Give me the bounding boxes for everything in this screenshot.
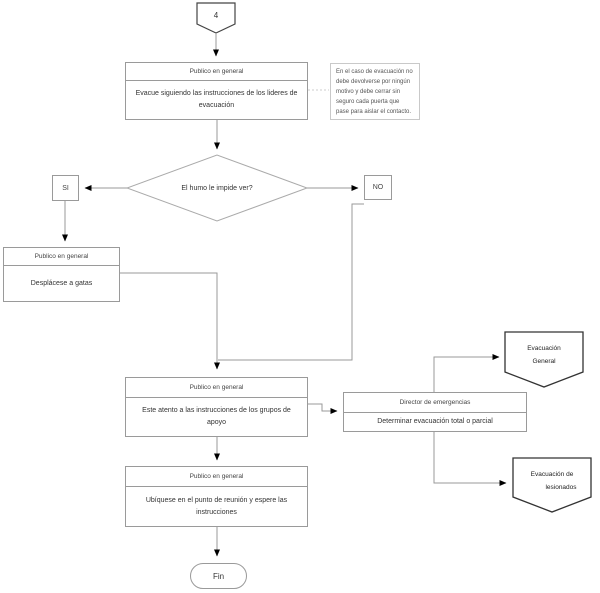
decision-smoke-label: El humo le impide ver? (181, 184, 253, 192)
process-meeting-role: Publico en general (126, 467, 307, 487)
process-attention-role: Publico en general (126, 378, 307, 398)
process-evacuate: Publico en general Evacue siguiendo las … (125, 62, 308, 120)
process-evacuate-role: Publico en general (126, 63, 307, 81)
offpage-evacuation-injured-line1: Evacuación de (530, 471, 574, 478)
offpage-evacuation-general-shape (504, 331, 584, 388)
process-crawl-role: Publico en general (4, 248, 119, 266)
note-evacuation-warning: En el caso de evacuación no debe devolve… (330, 63, 420, 120)
offpage-evacuation-general-line1: Evacuación (527, 345, 561, 352)
offpage-evacuation-injured-label: Evacuación de lesionados (513, 462, 591, 500)
terminator-fin: Fin (190, 563, 247, 589)
process-director-role: Director de emergencias (344, 393, 526, 413)
branch-label-si: SI (52, 175, 79, 201)
branch-label-no: NO (364, 175, 392, 200)
offpage-evacuation-injured-line2: lesionados (545, 484, 577, 491)
process-crawl: Publico en general Desplácese a gatas (3, 247, 120, 302)
offpage-evacuation-injured-shape (512, 457, 592, 513)
process-crawl-text: Desplácese a gatas (30, 279, 93, 287)
offpage-evacuation-general-label: Evacuación General (505, 336, 583, 374)
process-director-text: Determinar evacuación total o parcial (377, 417, 493, 425)
offpage-connector-start-label: 4 (213, 10, 219, 20)
process-evacuate-text: Evacue siguiendo las instrucciones de lo… (135, 90, 298, 109)
process-meeting-point: Publico en general Ubíquese en el punto … (125, 466, 308, 527)
process-attention: Publico en general Este atento a las ins… (125, 377, 308, 437)
process-attention-text: Este atento a las instrucciones de los g… (142, 407, 291, 426)
offpage-evacuation-general-line2: General (532, 358, 556, 365)
process-meeting-text: Ubíquese en el punto de reunión y espere… (145, 496, 288, 516)
process-director: Director de emergencias Determinar evacu… (343, 392, 527, 432)
offpage-connector-start-shape (196, 2, 236, 34)
